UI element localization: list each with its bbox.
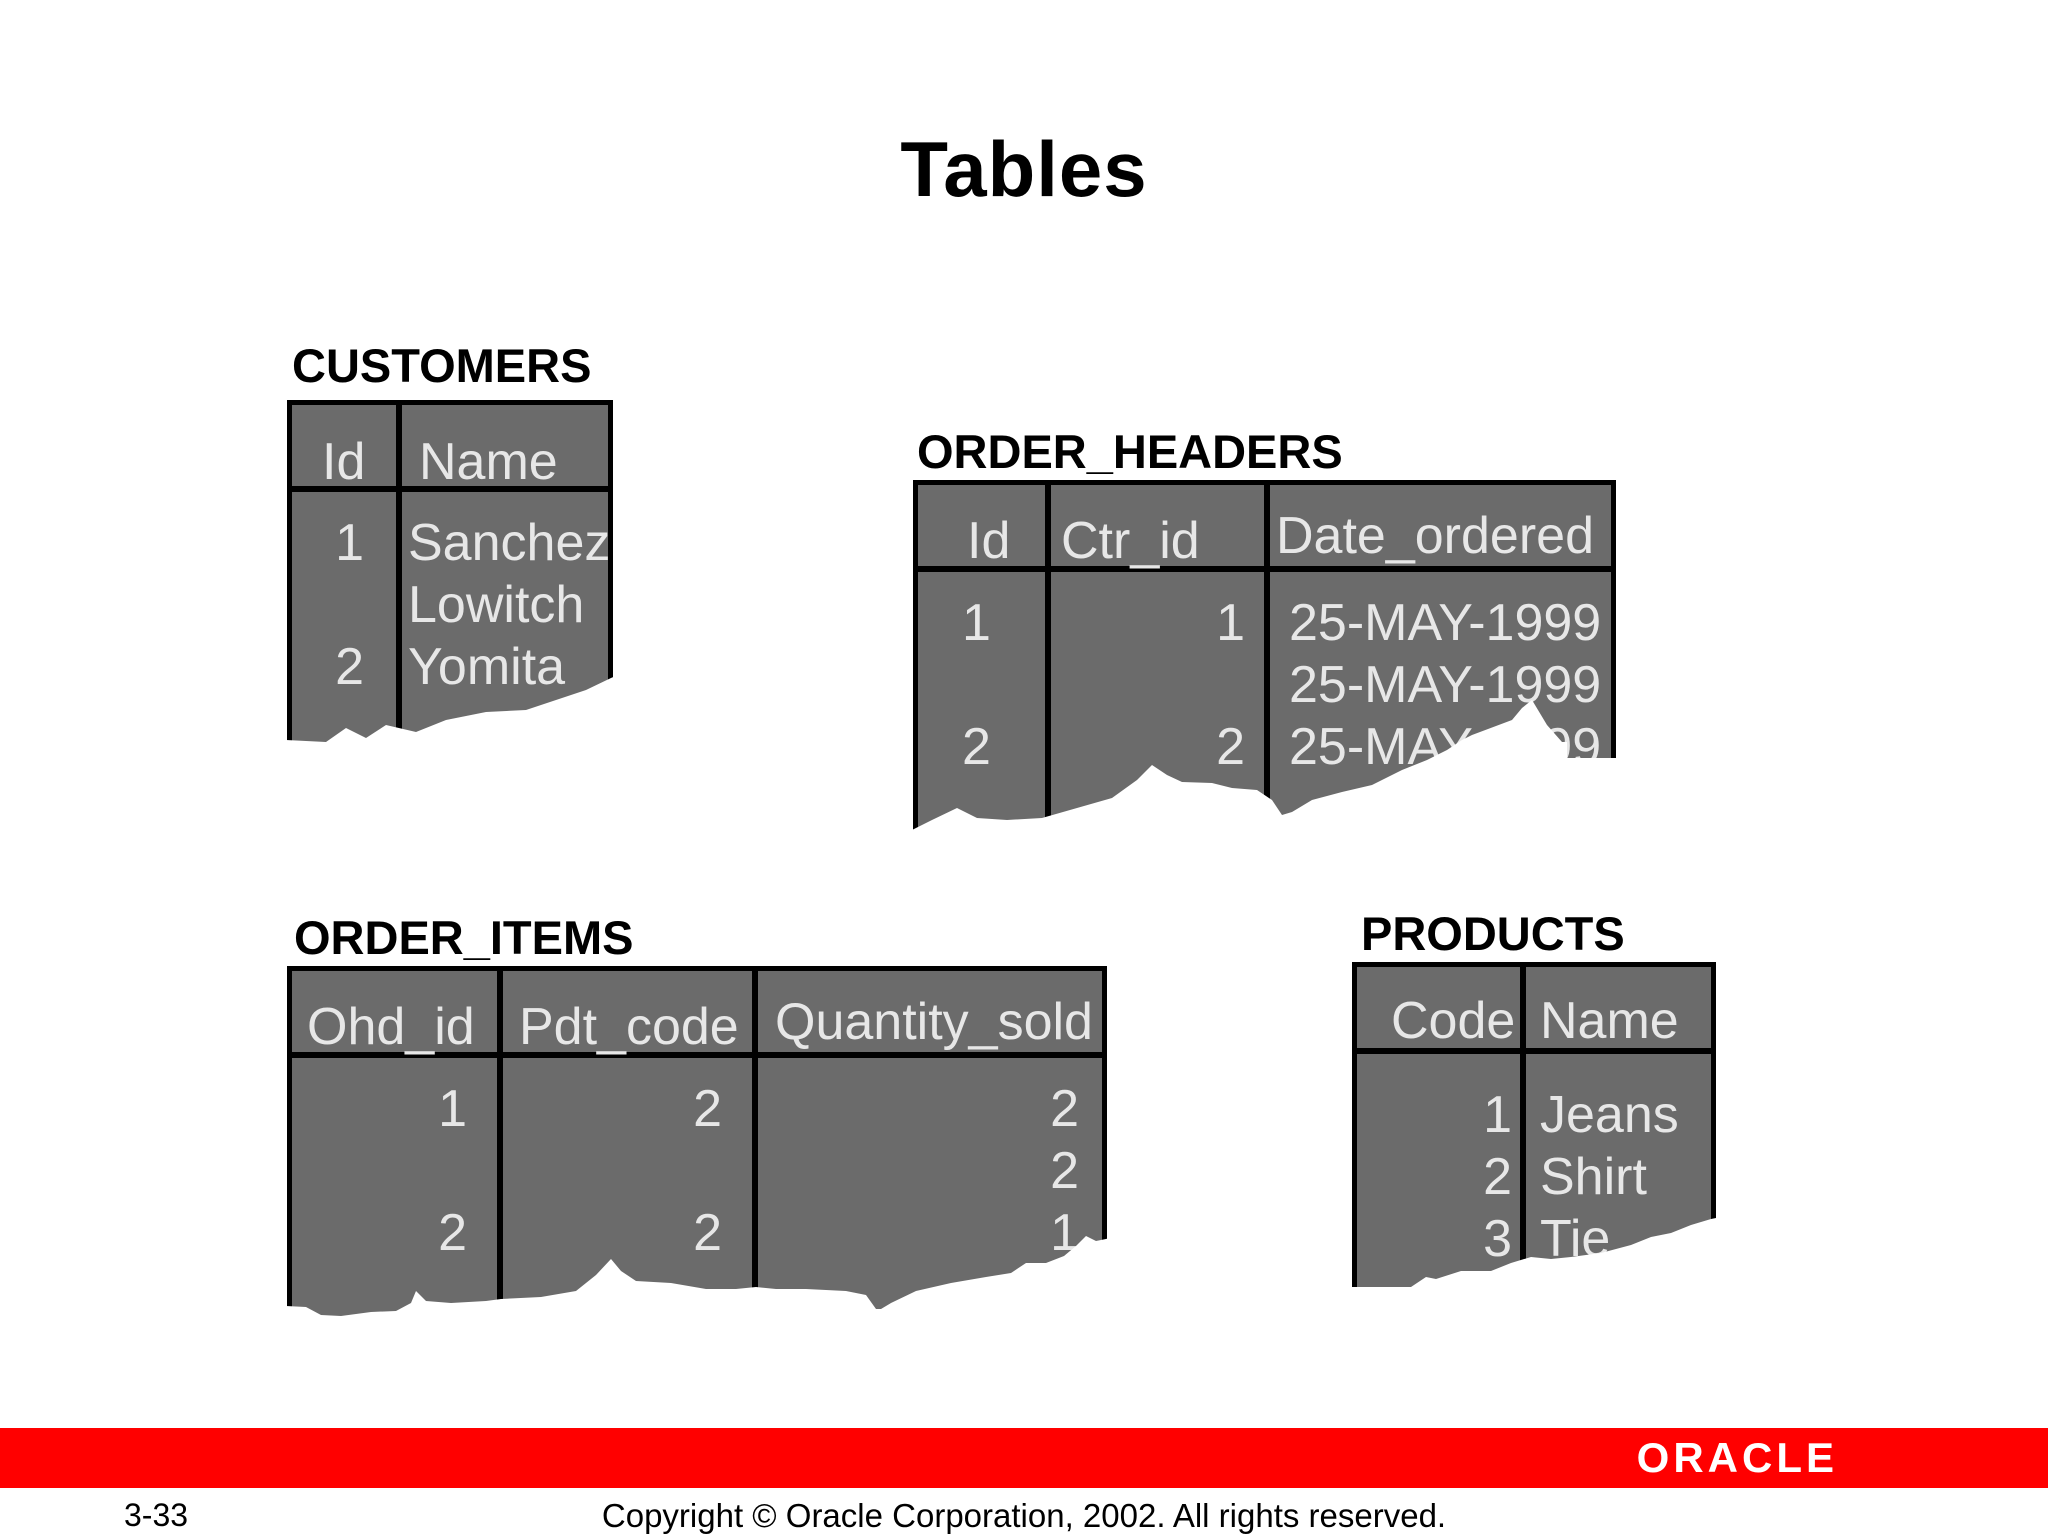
order-items-table: Ohd_id Pdt_code Quantity_sold 1 2 2 2 2 … <box>286 966 1113 1326</box>
order-headers-table: Id Ctr_id Date_ordered 1 1 25-MAY-1999 2… <box>912 480 1622 840</box>
customers-table: Id Name 1 Sanchez Lowitch 2 Yomita <box>286 400 618 760</box>
table-cell: 25-MAY-1999 <box>1289 656 1602 714</box>
table-cell: Sanchez <box>408 514 611 572</box>
table-cell: 3 <box>1483 1210 1512 1268</box>
table-cell: Shirt <box>1540 1148 1647 1206</box>
table-cell: 2 <box>962 718 991 776</box>
column-header-ctr-id: Ctr_id <box>1061 512 1200 570</box>
table-cell: 2 <box>1050 1142 1079 1200</box>
table-cell: 2 <box>693 1204 722 1262</box>
table-cell: Jeans <box>1540 1086 1679 1144</box>
order-items-label: ORDER_ITEMS <box>294 911 634 964</box>
table-cell: 2 <box>438 1204 467 1262</box>
table-cell: 25-MAY-1999 <box>1289 594 1602 652</box>
slide-title: Tables <box>900 125 1148 213</box>
table-cell: 2 <box>1483 1148 1512 1206</box>
column-header-date-ordered: Date_ordered <box>1276 507 1594 565</box>
table-cell: 2 <box>1216 718 1245 776</box>
column-header-pdt-code: Pdt_code <box>519 998 739 1056</box>
products-header-row <box>1357 967 1711 1054</box>
table-cell: 2 <box>335 638 364 696</box>
order-items-header-row <box>292 971 1102 1058</box>
table-cell: 1 <box>962 594 991 652</box>
torn-edge <box>1351 1217 1721 1297</box>
column-header-name: Name <box>419 433 558 491</box>
column-header-id: Id <box>322 433 366 491</box>
table-cell: 1 <box>438 1080 467 1138</box>
table-cell: Yomita <box>408 638 566 696</box>
oracle-logo: ORACLE <box>1636 1434 1838 1481</box>
column-header-name: Name <box>1540 992 1679 1050</box>
customers-label: CUSTOMERS <box>292 339 592 392</box>
customers-header-row <box>292 405 608 492</box>
table-cell: 2 <box>693 1080 722 1138</box>
table-cell: 1 <box>335 514 364 572</box>
table-cell: 1 <box>1216 594 1245 652</box>
page-number: 3-33 <box>124 1497 189 1533</box>
torn-edge <box>912 700 1622 840</box>
column-header-quantity-sold: Quantity_sold <box>775 993 1093 1051</box>
column-header-id: Id <box>967 512 1011 570</box>
order-headers-label: ORDER_HEADERS <box>917 425 1343 478</box>
column-header-ohd-id: Ohd_id <box>307 998 475 1056</box>
torn-edge <box>286 1236 1113 1326</box>
table-cell: Lowitch <box>408 576 585 634</box>
table-cell: 1 <box>1483 1086 1512 1144</box>
products-table: Code Name 1 Jeans 2 Shirt 3 Tie <box>1351 962 1721 1297</box>
footer-accent-bar: ORACLE <box>0 1428 2048 1488</box>
column-header-code: Code <box>1391 992 1516 1050</box>
products-label: PRODUCTS <box>1361 907 1625 960</box>
torn-edge <box>286 675 618 760</box>
table-cell: 2 <box>1050 1080 1079 1138</box>
copyright-notice: Copyright © Oracle Corporation, 2002. Al… <box>601 1497 1447 1534</box>
